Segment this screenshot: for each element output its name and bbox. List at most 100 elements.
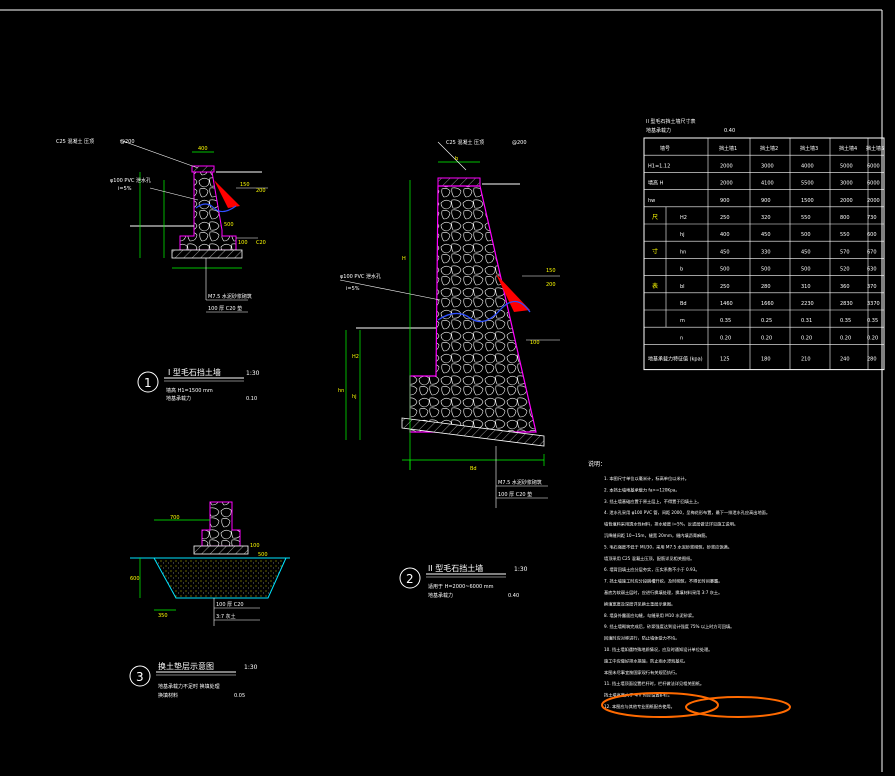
- table-cell: 500: [720, 267, 730, 273]
- fig2-dim-4: hn: [338, 388, 344, 394]
- table-cell: 0.20: [801, 335, 812, 341]
- fig2-callout-4: M7.5 水泥砂浆砌筑: [498, 479, 542, 486]
- note-line: 8. 墙身外露面应勾缝，勾缝采用 M10 水泥砂浆。: [604, 612, 696, 619]
- fig2-callout-5: 100 厚 C20 垫: [498, 491, 532, 498]
- note-line: 本图未尽事宜按国家现行有关规范执行。: [604, 669, 679, 676]
- figure2-section: [339, 141, 560, 508]
- fig2-note-1: 适用于 H=2000~6000 mm: [428, 583, 494, 590]
- table-cell: 1500: [801, 198, 814, 204]
- table-row-name: 地基承载力特征值 (kpa): [648, 356, 703, 363]
- fig2-title-block: [399, 567, 506, 589]
- table-cell: 0.20: [761, 335, 772, 341]
- table-cell: 500: [801, 267, 811, 273]
- table-cell: 670: [867, 249, 877, 255]
- note-line: 9. 挡土墙砌筑完成后，砂浆强度达到设计强度 75% 以上时方可回填。: [604, 623, 734, 630]
- table-cell: 630: [867, 267, 877, 273]
- table-caption-1: II 型毛石挡土墙尺寸表: [646, 118, 696, 125]
- table-row-name: m: [680, 318, 685, 324]
- table-col-header: 挡土墙5: [866, 145, 884, 152]
- note-line: 10. 挡土墙如遇特殊地质情况，应及时通知设计单位处理。: [604, 646, 713, 653]
- table-col-header: 挡土墙4: [839, 145, 857, 152]
- table-cell: 310: [801, 284, 811, 290]
- fig3-number: 3: [136, 670, 144, 684]
- table-cell: 500: [761, 267, 771, 273]
- table-cell: 2230: [801, 301, 814, 307]
- table-cell: 0.31: [801, 318, 812, 324]
- figure1-section: [119, 139, 268, 313]
- table-row-name: H2: [680, 215, 687, 221]
- fig3-callout-1: 3:7 灰土: [216, 613, 236, 620]
- fig1-note-1: 墙高 H1=1500 mm: [166, 387, 213, 394]
- table-cell: 370: [867, 284, 877, 290]
- table-cell: 0.35: [840, 318, 851, 324]
- fig3-dim-4: 500: [258, 552, 268, 558]
- fig1-dim-4: 100: [238, 240, 248, 246]
- table-cell: 2000: [720, 163, 733, 169]
- fig1-dim-2: 200: [256, 188, 266, 194]
- fig3-title-block: [129, 665, 236, 687]
- table-row-group: 寸: [652, 247, 658, 255]
- fig2-dim-7: 100: [530, 340, 540, 346]
- note-line: 6. 墙背回填土应分层夯实，压实系数不小于 0.93。: [604, 566, 700, 573]
- fig1-dim-1: 150: [240, 182, 250, 188]
- table-cell: 4000: [801, 163, 814, 169]
- table-row-name: Bd: [680, 301, 687, 307]
- table-cell: 900: [761, 198, 771, 204]
- table-row-name: bl: [680, 284, 685, 290]
- fig2-dim-1: H: [402, 256, 406, 262]
- table-cell: 6000: [867, 181, 880, 187]
- table-cell: 280: [761, 284, 771, 290]
- fig3-note-1: 地基承载力不足时 换填处理: [158, 683, 220, 690]
- fig1-callout-2: φ100 PVC 泄水孔: [110, 177, 151, 184]
- table-cell: 125: [720, 357, 730, 363]
- table-cell: 0.35: [867, 318, 878, 324]
- table-cell: 250: [720, 284, 730, 290]
- notes-list: 1. 本图尺寸单位以毫米计，标高单位以米计。2. 本挡土墙地基承载力 fa>=1…: [604, 475, 770, 710]
- note-line: 施工中应做好排水措施，防止雨水浸泡基坑。: [604, 657, 688, 664]
- table-col-header: 挡土墙1: [719, 145, 737, 152]
- fig3-note-value: 0.05: [234, 693, 245, 699]
- note-line: 挡土墙高度大于 4m 时应设置护栏。: [604, 692, 672, 699]
- table-col-header: 挡土墙3: [800, 145, 818, 152]
- note-line: 5. 毛石强度不低于 MU30，采用 M7.5 水泥砂浆砌筑，砂浆应饱满。: [604, 543, 732, 550]
- fig2-dim-8: 150: [546, 268, 556, 274]
- table-row-name: n: [680, 335, 683, 341]
- table-cell: 2000: [867, 198, 880, 204]
- table-row-name: hj: [680, 232, 685, 238]
- note-line: 2. 本挡土墙地基承载力 fa>=120Kpa。: [604, 486, 680, 493]
- fig2-callout-2: φ100 PVC 泄水孔: [340, 273, 381, 280]
- table-cell: 330: [761, 249, 771, 255]
- table-cell: 450: [801, 249, 811, 255]
- fig2-note-2: 地基承载力: [428, 592, 453, 599]
- table-row-group: 表: [652, 282, 658, 290]
- note-line: 11. 挡土墙顶面设置栏杆时，栏杆做法详见相关图纸。: [604, 680, 704, 687]
- table-cell: 250: [720, 215, 730, 221]
- table-cell: 900: [720, 198, 730, 204]
- fig2-dim-6: 200: [546, 282, 556, 288]
- table-row-name: hw: [648, 198, 655, 204]
- table-caption-2: 地基承载力: [646, 127, 671, 134]
- table-row-name: b: [680, 267, 683, 273]
- table-cell: 450: [720, 249, 730, 255]
- table-caption-value: 0.40: [724, 128, 735, 134]
- table-cell: 0.35: [720, 318, 731, 324]
- table-cell: 5000: [840, 163, 853, 169]
- drawing-frame: [0, 9, 883, 772]
- table-cell: 500: [801, 232, 811, 238]
- table-cell: 0.25: [761, 318, 772, 324]
- fig3-title: 换土垫层示意图: [158, 661, 214, 671]
- note-line: 沉降缝间距 10~15m，缝宽 20mm，缝内填沥青麻筋。: [604, 532, 710, 539]
- note-line: 4. 泄水孔采用 φ100 PVC 管，间距 2000，呈梅花形布置，最下一排泄…: [604, 509, 770, 516]
- table-cell: 550: [840, 232, 850, 238]
- fig1-scale: 1:30: [246, 370, 260, 377]
- table-row-name: 墙高 H: [648, 180, 664, 187]
- fig1-callout-5: 100 厚 C20 垫: [208, 305, 242, 312]
- table-cell: 210: [801, 357, 811, 363]
- fig1-callout-0: C25 混凝土 压顶: [56, 138, 94, 145]
- table-cell: 450: [761, 232, 771, 238]
- table-cell: 360: [840, 284, 850, 290]
- table-cell: 400: [720, 232, 730, 238]
- table-cell: 800: [840, 215, 850, 221]
